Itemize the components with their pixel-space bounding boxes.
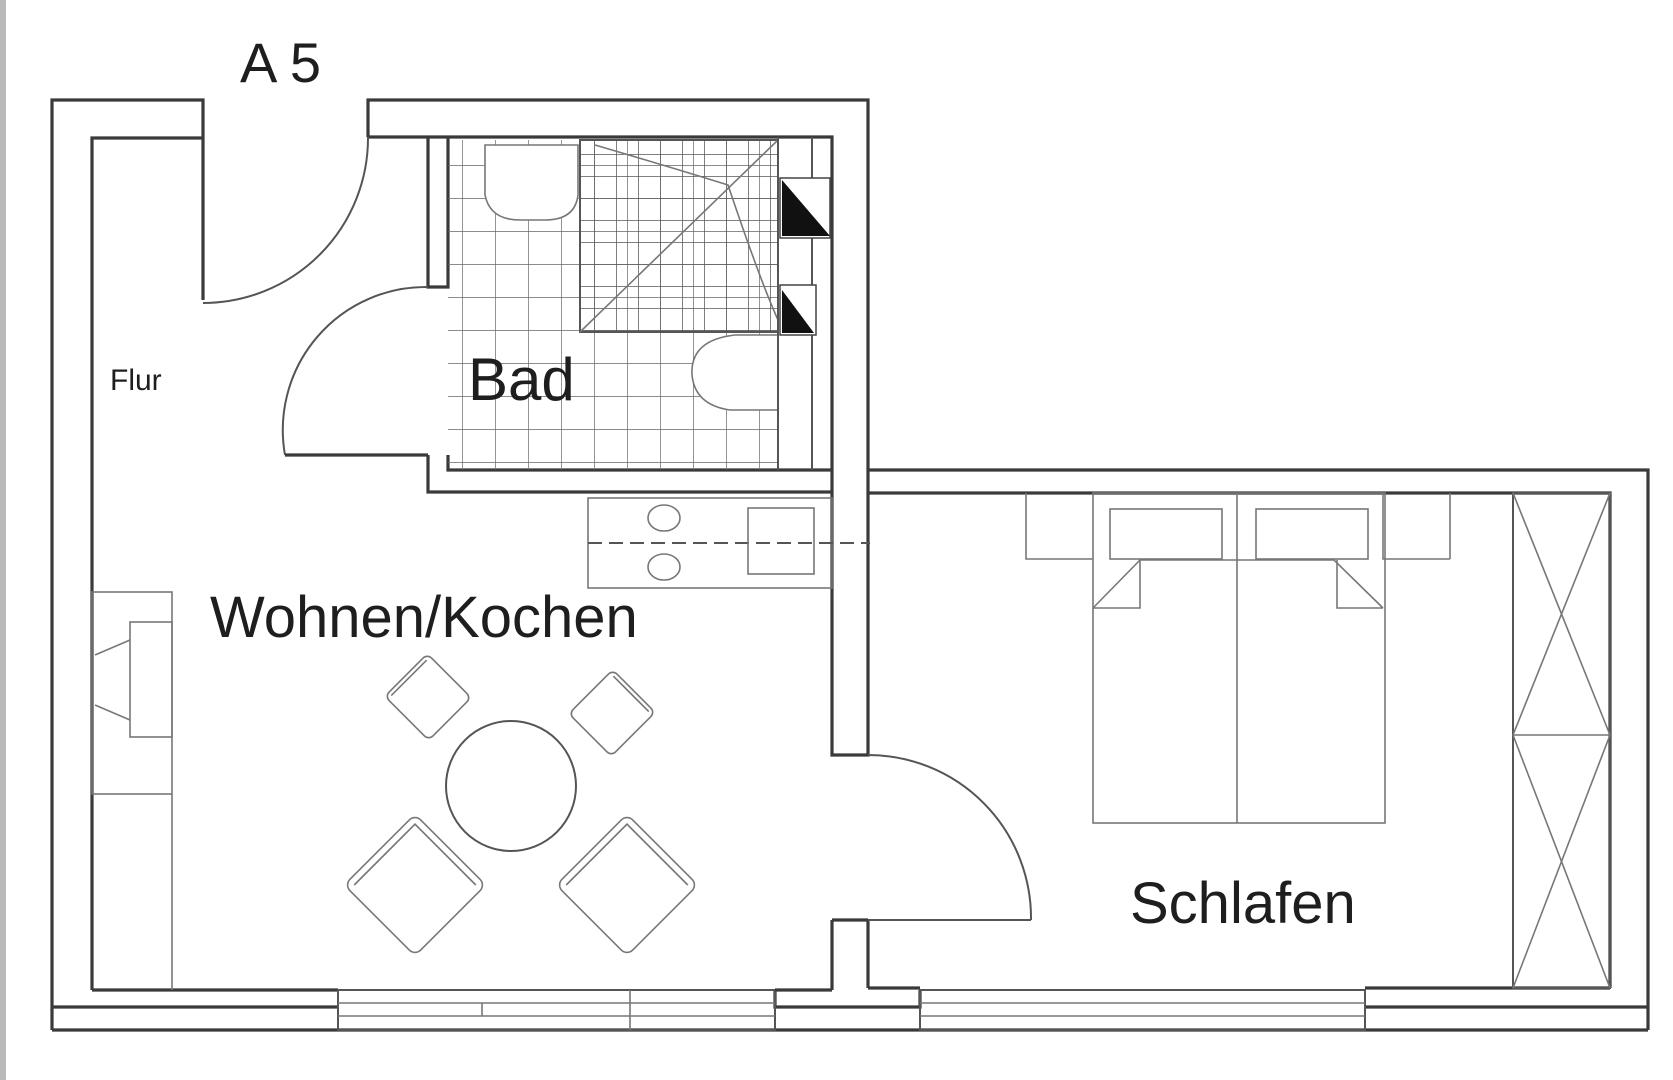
double-bed (1025, 492, 1451, 824)
armchair-icon (558, 816, 696, 954)
stove-burner-icon (647, 553, 681, 581)
left-cabinet (91, 591, 173, 990)
unit-label: A 5 (240, 31, 321, 94)
sink-icon (484, 144, 579, 221)
kitchen-sink-icon (747, 507, 815, 575)
wardrobe (1512, 492, 1611, 989)
shaft-icon (782, 290, 814, 333)
room-label-schlafen: Schlafen (1130, 871, 1356, 936)
toilet-icon (691, 334, 779, 411)
armchair-icon (346, 816, 484, 954)
room-label-flur: Flur (110, 364, 162, 397)
chair-icon (570, 671, 654, 755)
page-edge (0, 0, 6, 1080)
room-label-wohnen-kochen: Wohnen/Kochen (210, 585, 638, 650)
kitchen-counter (587, 497, 870, 589)
room-label-bad: Bad (468, 346, 575, 413)
dining-set (346, 655, 696, 954)
outer-walls (50, 98, 1650, 1032)
shaft-icon (782, 180, 830, 236)
stove-burner-icon (647, 504, 681, 532)
bathroom (448, 137, 831, 470)
dining-table (445, 720, 577, 852)
windows (337, 989, 1366, 1031)
doors (202, 136, 1033, 921)
chair-icon (386, 655, 470, 739)
